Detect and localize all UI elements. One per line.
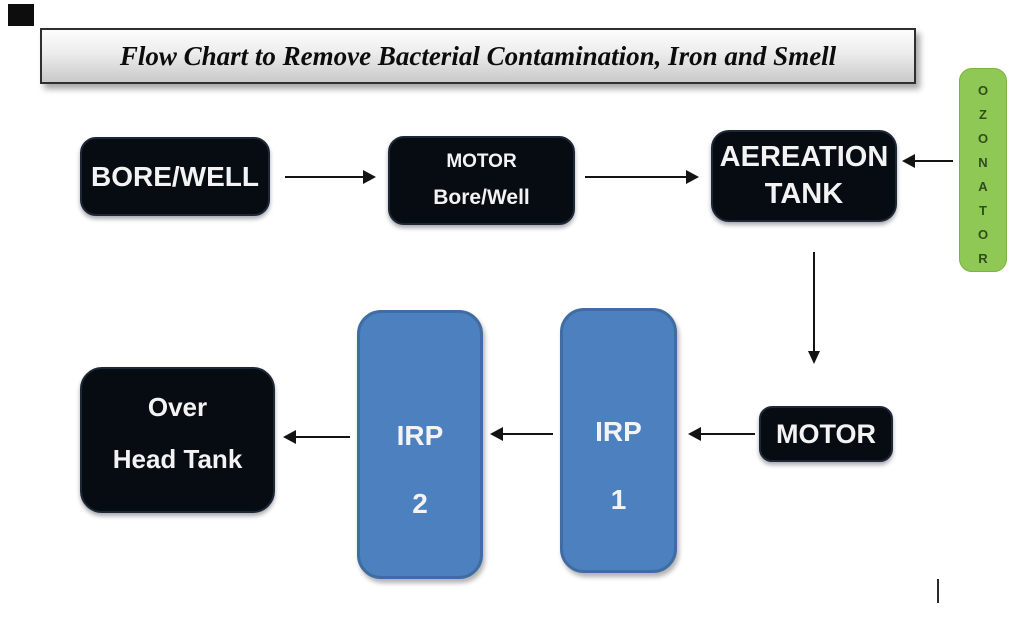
ozonator-letter: O bbox=[977, 83, 989, 98]
arrow-shaft bbox=[701, 433, 755, 435]
arrowhead-left-icon bbox=[688, 427, 701, 441]
node-motor-label: MOTOR bbox=[776, 418, 876, 449]
node-aereation-tank-line2: TANK bbox=[764, 178, 844, 210]
node-irp-1-number: 1 bbox=[610, 483, 627, 515]
arrow-shaft bbox=[813, 252, 815, 351]
node-irp-1-name: IRP bbox=[595, 415, 642, 447]
node-over-head-tank-line1: Over bbox=[147, 391, 208, 422]
ozonator-letter: R bbox=[978, 251, 988, 266]
node-irp-2-number: 2 bbox=[412, 487, 428, 519]
ozonator-letter: N bbox=[978, 155, 988, 170]
ozonator-letter: O bbox=[977, 131, 989, 146]
node-over-head-tank: Over Head Tank bbox=[80, 367, 275, 513]
arrowhead-down-icon bbox=[808, 351, 820, 364]
node-irp-1: IRP 1 bbox=[560, 308, 677, 573]
page-title: Flow Chart to Remove Bacterial Contamina… bbox=[119, 40, 837, 71]
node-ozonator: O Z O N A T O R bbox=[959, 68, 1007, 272]
ozonator-letter: Z bbox=[979, 107, 987, 122]
ozonator-letter: A bbox=[978, 179, 988, 194]
arrow-shaft bbox=[285, 176, 363, 178]
ozonator-letter: O bbox=[977, 227, 989, 242]
arrowhead-left-icon bbox=[283, 430, 296, 444]
node-irp-2-name: IRP bbox=[396, 419, 444, 451]
arrow-shaft bbox=[585, 176, 686, 178]
arrow-shaft bbox=[915, 160, 953, 162]
arrowhead-right-icon bbox=[686, 170, 699, 184]
node-motor-bore-well: MOTOR Bore/Well bbox=[388, 136, 575, 225]
node-motor-bore-well-line2: Bore/Well bbox=[433, 186, 530, 209]
arrow-shaft bbox=[296, 436, 350, 438]
node-motor-bore-well-line1: MOTOR bbox=[446, 151, 517, 172]
node-irp-2: IRP 2 bbox=[357, 310, 483, 579]
arrowhead-left-icon bbox=[902, 154, 915, 168]
node-aereation-tank-line1: AEREATION bbox=[719, 141, 889, 173]
node-motor: MOTOR bbox=[759, 406, 893, 462]
title-banner: Flow Chart to Remove Bacterial Contamina… bbox=[40, 28, 916, 84]
node-bore-well: BORE/WELL bbox=[80, 137, 270, 216]
arrowhead-left-icon bbox=[490, 427, 503, 441]
node-bore-well-label: BORE/WELL bbox=[91, 160, 259, 192]
corner-mark bbox=[8, 4, 34, 26]
node-over-head-tank-line2: Head Tank bbox=[112, 443, 243, 474]
node-aereation-tank: AEREATION TANK bbox=[711, 130, 897, 222]
text-cursor bbox=[937, 579, 939, 603]
arrowhead-right-icon bbox=[363, 170, 376, 184]
ozonator-letter: T bbox=[979, 203, 987, 218]
arrow-shaft bbox=[503, 433, 553, 435]
